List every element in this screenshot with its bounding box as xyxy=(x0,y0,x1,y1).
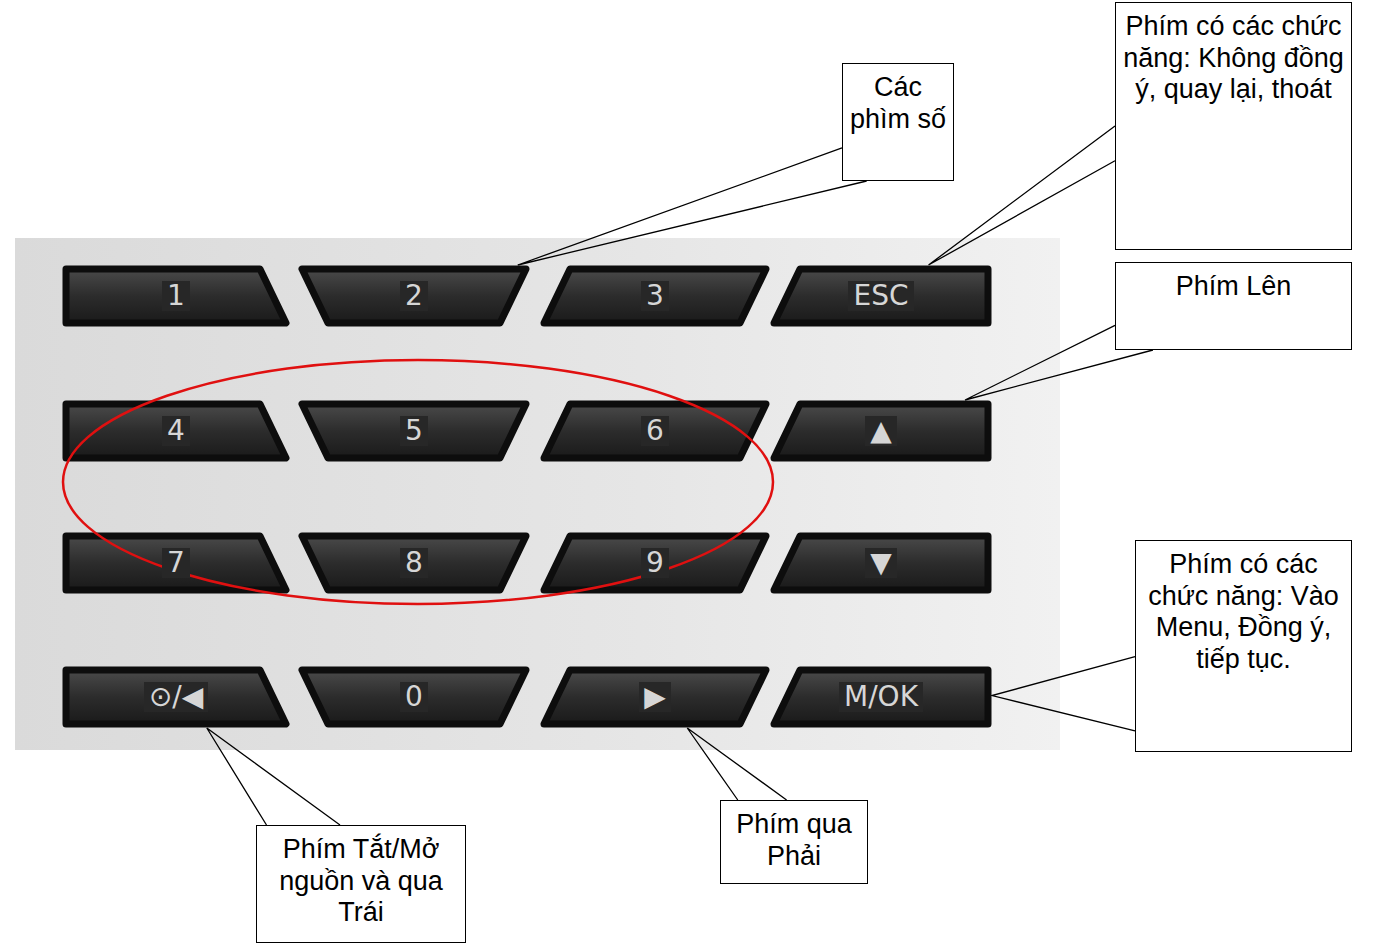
keypad-key: 2 xyxy=(298,265,530,327)
key-body xyxy=(302,536,526,590)
key-body xyxy=(66,404,286,458)
keypad-key: 3 xyxy=(540,265,770,327)
callout-text: Phím có các chức năng: Vào Menu, Đồng ý,… xyxy=(1140,549,1347,675)
key-label: ⊙/◀ xyxy=(144,682,208,713)
callout-text: Các phìm số xyxy=(847,72,949,135)
callout-pointer xyxy=(207,728,340,825)
callout-pointer xyxy=(992,657,1135,731)
key-body xyxy=(66,536,286,590)
keypad-key: 0 xyxy=(298,666,530,728)
callout-box: Các phìm số xyxy=(842,63,954,181)
key-label: ▲ xyxy=(865,416,897,447)
keypad-key: 6 xyxy=(540,400,770,462)
key-label: 0 xyxy=(400,682,428,713)
key-body xyxy=(544,536,766,590)
key-body xyxy=(302,404,526,458)
key-body xyxy=(66,269,286,323)
callout-text: Phím Tắt/Mở nguồn và qua Trái xyxy=(261,834,461,929)
key-label: 6 xyxy=(641,416,669,447)
callout-text: Phím có các chức năng: Không đồng ý, qua… xyxy=(1120,11,1347,106)
key-label: ESC xyxy=(848,281,913,312)
key-body xyxy=(302,269,526,323)
key-body xyxy=(774,404,988,458)
key-label: ▶ xyxy=(639,682,671,713)
key-body xyxy=(774,670,988,724)
callout-text: Phím qua Phải xyxy=(725,809,863,872)
keypad-key: ⊙/◀ xyxy=(62,666,290,728)
key-body xyxy=(774,536,988,590)
keypad-key: ▶ xyxy=(540,666,770,728)
key-label: 3 xyxy=(641,281,669,312)
key-label: 9 xyxy=(641,548,669,579)
key-label: 2 xyxy=(400,281,428,312)
key-body xyxy=(544,404,766,458)
number-keys-ring xyxy=(63,360,773,604)
callout-pointer xyxy=(929,126,1115,265)
key-label: 7 xyxy=(162,548,190,579)
keypad-key: 8 xyxy=(298,532,530,594)
key-body xyxy=(774,269,988,323)
key-body xyxy=(544,670,766,724)
key-label: ▼ xyxy=(865,548,897,579)
keypad-key: ESC xyxy=(770,265,992,327)
callout-box: Phím Lên xyxy=(1115,262,1352,350)
callout-box: Phím có các chức năng: Không đồng ý, qua… xyxy=(1115,2,1352,250)
callout-box: Phím có các chức năng: Vào Menu, Đồng ý,… xyxy=(1135,540,1352,752)
callout-pointer xyxy=(687,728,786,800)
keypad-key: ▼ xyxy=(770,532,992,594)
key-label: M/OK xyxy=(839,682,923,713)
key-label: 5 xyxy=(400,416,428,447)
key-body xyxy=(66,670,286,724)
key-body xyxy=(302,670,526,724)
key-body xyxy=(544,269,766,323)
keypad-key: 9 xyxy=(540,532,770,594)
key-label: 1 xyxy=(162,281,190,312)
callout-text: Phím Lên xyxy=(1120,271,1347,303)
key-label: 4 xyxy=(162,416,190,447)
callout-box: Phím Tắt/Mở nguồn và qua Trái xyxy=(256,825,466,943)
callout-pointer xyxy=(518,148,867,265)
callout-box: Phím qua Phải xyxy=(720,800,868,884)
key-label: 8 xyxy=(400,548,428,579)
keypad-key: 5 xyxy=(298,400,530,462)
keypad-key: 7 xyxy=(62,532,290,594)
keypad-key: ▲ xyxy=(770,400,992,462)
keypad-panel xyxy=(15,238,1060,750)
keypad-key: M/OK xyxy=(770,666,992,728)
keypad-key: 1 xyxy=(62,265,290,327)
